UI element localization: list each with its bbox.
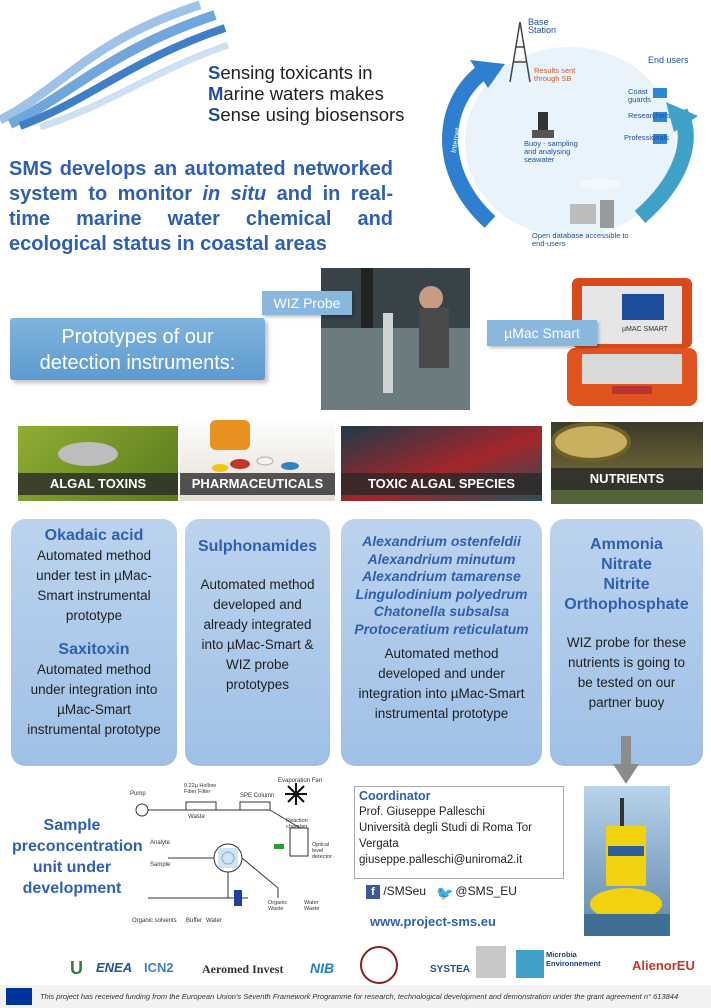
nutrients-column: Ammonia Nitrate Nitrite Orthophosphate W… bbox=[550, 519, 703, 766]
logo-aeromed: Aeromed Invest bbox=[202, 962, 284, 976]
logo-icn2: ICN2 bbox=[144, 960, 174, 975]
microbia-icon bbox=[516, 950, 544, 978]
okadaic-acid-heading: Okadaic acid bbox=[44, 527, 144, 544]
category-label: NUTRIENTS bbox=[551, 468, 703, 490]
category-label: TOXIC ALGAL SPECIES bbox=[341, 473, 542, 495]
diagram-label-pump: Pump bbox=[130, 791, 146, 797]
umac-device-text: µMAC SMART bbox=[622, 326, 668, 333]
diagram-label-filter: 0.22µ Hollow Fiber Filter bbox=[184, 783, 216, 795]
coordinator-email[interactable]: giuseppe.palleschi@uniroma2.it bbox=[359, 854, 523, 866]
sms-wave-logo bbox=[0, 0, 230, 130]
eu-flag-icon bbox=[6, 988, 32, 1005]
saxitoxin-text: Automated method under integration into … bbox=[27, 662, 161, 737]
facebook-icon: f bbox=[366, 884, 380, 899]
sulphonamides-text: Automated method developed and already i… bbox=[200, 577, 315, 692]
diagram-label-organic-waste: Organic Waste bbox=[268, 900, 288, 912]
preconcentration-diagram: Pump 0.22µ Hollow Fiber Filter SPE Colum… bbox=[128, 778, 343, 928]
category-toxic-algal-species: TOXIC ALGAL SPECIES bbox=[341, 426, 542, 501]
species-list: Alexandrium ostenfeldii Alexandrium minu… bbox=[341, 533, 542, 638]
category-label: PHARMACEUTICALS bbox=[180, 473, 335, 495]
diagram-label-analyte: Analyte bbox=[150, 840, 171, 846]
species-item: Alexandrium tamarense bbox=[362, 568, 521, 584]
umac-smart-photo: µMAC SMART bbox=[562, 268, 702, 410]
funding-footer: This project has received funding from t… bbox=[0, 985, 711, 1008]
coordinator-title: Coordinator bbox=[359, 789, 431, 803]
diagram-label-sample: Sample bbox=[150, 862, 171, 868]
logo-nib: NIB bbox=[310, 960, 335, 976]
down-arrow-icon bbox=[613, 736, 639, 784]
species-item: Chatonella subsalsa bbox=[373, 603, 510, 619]
logo-u-icon: U bbox=[70, 958, 83, 978]
sulphonamides-heading: Sulphonamides bbox=[197, 538, 318, 555]
species-item: Protoceratium reticulatum bbox=[354, 620, 529, 637]
nutrient-item: Nitrate bbox=[601, 556, 652, 573]
tagline: Sensing toxicants in Marine waters makes… bbox=[208, 62, 405, 125]
twitter-link[interactable]: @SMS_EU bbox=[455, 884, 517, 898]
logo-alienor: AlienorEU bbox=[632, 958, 695, 973]
wiz-probe-label: WIZ Probe bbox=[262, 291, 352, 315]
species-item: Alexandrium minutum bbox=[367, 550, 516, 567]
diagram-label-waste: Waste bbox=[188, 814, 205, 820]
category-algal-toxins: ALGAL TOXINS bbox=[18, 426, 178, 501]
coordinator-university: Università degli Studi di Roma Tor Verga… bbox=[359, 822, 533, 850]
category-label: ALGAL TOXINS bbox=[18, 473, 178, 495]
diagram-label-optical: Optical level detector bbox=[312, 842, 332, 860]
institute-emblem-icon bbox=[476, 946, 506, 978]
intro-text: SMS develops an automated networked syst… bbox=[9, 158, 394, 255]
diagram-label-spe: SPE Column bbox=[240, 793, 275, 799]
facebook-link[interactable]: /SMSeu bbox=[383, 884, 427, 898]
twitter-icon: 🐦 bbox=[436, 884, 454, 901]
nutrient-item: Nitrite bbox=[603, 576, 650, 593]
category-pharmaceuticals: PHARMACEUTICALS bbox=[180, 416, 335, 501]
pharmaceuticals-column: Sulphonamides Automated method developed… bbox=[185, 519, 330, 766]
nutrient-item: Ammonia bbox=[590, 536, 663, 553]
partner-logos: U ENEA ICN2 Aeromed Invest NIB SYSTEA Mi… bbox=[10, 944, 700, 984]
nutrients-list: Ammonia Nitrate Nitrite Orthophosphate bbox=[550, 535, 703, 615]
diagram-label-evap: Evaporation Fan bbox=[278, 778, 323, 784]
coordinator-name: Prof. Giuseppe Palleschi bbox=[359, 806, 485, 818]
coordinator-box: Coordinator Prof. Giuseppe Palleschi Uni… bbox=[354, 786, 564, 879]
partner-buoy-photo bbox=[584, 786, 670, 936]
diagram-label-water: Water bbox=[206, 918, 222, 924]
website-link[interactable]: www.project-sms.eu bbox=[370, 914, 496, 929]
category-nutrients: NUTRIENTS bbox=[551, 422, 703, 504]
saxitoxin-heading: Saxitoxin bbox=[58, 641, 130, 658]
diagram-label-reaction: Reaction chamber bbox=[286, 818, 308, 830]
diagram-label-organic-solvents: Organic solvents bbox=[132, 918, 177, 924]
nutrients-text: WIZ probe for these nutrients is going t… bbox=[566, 635, 687, 710]
monitoring-cycle-diagram: Base Station Results sent through SB End… bbox=[430, 12, 710, 260]
okadaic-acid-text: Automated method under test in µMac-Smar… bbox=[36, 548, 152, 623]
toxic-algal-species-column: Alexandrium ostenfeldii Alexandrium minu… bbox=[341, 519, 542, 766]
species-text: Automated method developed and under int… bbox=[358, 646, 525, 721]
diagram-label-buffer: Buffer bbox=[186, 918, 202, 924]
logo-microbia: Microbia Environnement bbox=[546, 950, 601, 968]
social-links: f /SMSeu 🐦 @SMS_EU bbox=[366, 884, 517, 901]
species-item: Alexandrium ostenfeldii bbox=[362, 533, 521, 549]
diagram-label-water-waste: Water Waste bbox=[304, 900, 320, 912]
species-item: Lingulodinium polyedrum bbox=[355, 585, 528, 602]
algal-toxins-column: Okadaic acid Automated method under test… bbox=[11, 519, 177, 766]
university-seal-icon bbox=[360, 946, 398, 984]
logo-systea: SYSTEA bbox=[430, 964, 471, 975]
wiz-probe-photo bbox=[321, 268, 470, 410]
sample-preconcentration-label: Sample preconcentration unit under devel… bbox=[12, 817, 143, 897]
logo-enea: ENEA bbox=[96, 960, 133, 975]
nutrient-item: Orthophosphate bbox=[564, 596, 689, 613]
funding-statement: This project has received funding from t… bbox=[40, 992, 679, 1001]
umac-smart-label: µMac Smart bbox=[487, 320, 597, 346]
